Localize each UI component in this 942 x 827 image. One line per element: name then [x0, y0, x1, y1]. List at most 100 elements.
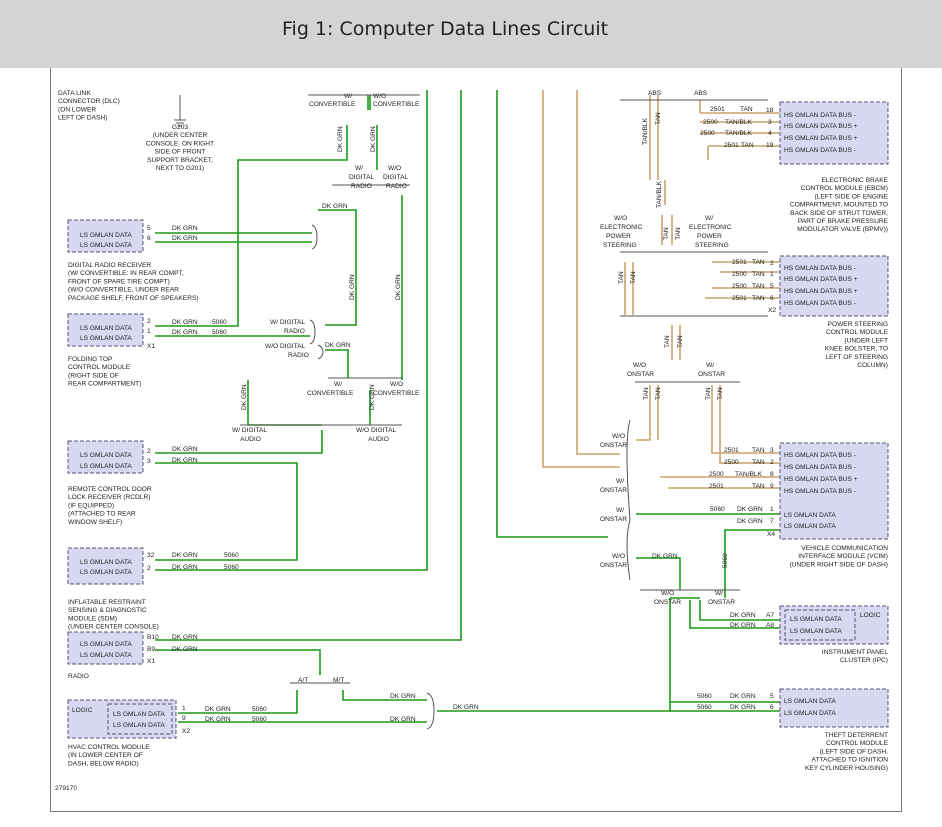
tdcm-caption-line: ATTACHED TO IGNITION — [812, 757, 889, 764]
wire-color-label: DK GRN — [205, 716, 231, 723]
pin-label: LS GMLAN DATA — [113, 711, 165, 718]
svg-text:ONSTAR: ONSTAR — [600, 562, 627, 569]
pin-number: 3 — [770, 447, 774, 454]
wire-color-label: TAN/BLK — [735, 471, 763, 478]
pin-label: LS GMLAN DATA — [80, 452, 132, 459]
ftcm-caption-line: (RIGHT SIDE OF — [68, 372, 119, 379]
tdcm-caption-line: KEY CYLINDER HOUSING) — [805, 765, 888, 772]
circuit-number: 2500 — [700, 130, 715, 137]
ebcm-caption-line: ELECTRONIC BRAKE — [821, 177, 888, 184]
circuit-number: 2500 — [732, 271, 747, 278]
pscm-caption-line: (UNDER LEFT — [844, 337, 888, 344]
wire-color-label: DK GRN — [172, 235, 198, 242]
sdm-caption-line: SENSING & DIAGNOSTIC — [68, 607, 147, 614]
pin-label: LOGIC — [860, 612, 881, 619]
connector-label: X1 — [147, 343, 155, 350]
sdm-module: LS GMLAN DATA LS GMLAN DATA 32 2 — [67, 547, 155, 585]
wire-color-label: DK GRN — [453, 704, 479, 711]
pin-label: HS GMLAN DATA BUS + — [784, 135, 858, 142]
wire-color-label: TAN — [752, 483, 765, 490]
pin-label: HS GMLAN DATA BUS - — [784, 452, 856, 459]
circuit-number: 2501 — [732, 259, 747, 266]
wire-color-label: DK GRN — [730, 622, 756, 629]
tdcm-caption-line: THEFT DETERRENT — [825, 732, 888, 739]
pin-number: 2 — [770, 260, 774, 267]
pin-number: 8 — [770, 471, 774, 478]
wire-color-label: TAN/BLK — [642, 117, 649, 145]
pin-number: 18 — [766, 107, 774, 114]
ipc-caption-line: CLUSTER (IPC) — [840, 657, 888, 664]
wire-color-label: TAN — [663, 227, 670, 240]
pin-label: LS GMLAN DATA — [784, 523, 836, 530]
wire-color-label: TAN — [741, 142, 754, 149]
tdcm-module: LS GMLAN DATA LS GMLAN DATA 5 6 — [770, 688, 889, 728]
svg-text:ABS: ABS — [694, 90, 708, 97]
radio-module: LS GMLAN DATA LS GMLAN DATA B10 B9 X1 — [67, 631, 159, 665]
pscm-caption-line: CONTROL MODULE — [826, 329, 889, 336]
pin-number: B10 — [147, 634, 159, 641]
pscm-caption-line: LEFT OF STEERING — [825, 354, 888, 361]
svg-text:W/: W/ — [715, 590, 723, 597]
wire-color-label: DK GRN — [172, 646, 198, 653]
wire-color-label: TAN — [675, 227, 682, 240]
wire-color-label: TAN — [677, 335, 684, 348]
svg-text:W/O: W/O — [390, 381, 403, 388]
circuit-number: 5060 — [252, 706, 267, 713]
wire-color-label: DK GRN — [172, 225, 198, 232]
pin-number: 3 — [147, 458, 151, 465]
hvac-caption-line: HVAC CONTROL MODULE — [68, 744, 150, 751]
svg-text:ONSTAR: ONSTAR — [627, 371, 654, 378]
svg-text:CONVERTIBLE: CONVERTIBLE — [373, 390, 420, 397]
vcim-module: HS GMLAN DATA BUS - HS GMLAN DATA BUS - … — [767, 442, 889, 540]
circuit-number: 5060 — [224, 552, 239, 559]
circuit-number: 5060 — [224, 564, 239, 571]
green-wires — [155, 90, 780, 723]
wire-color-label: DK GRN — [390, 716, 416, 723]
svg-text:DIGITAL: DIGITAL — [383, 174, 408, 181]
pin-label: HS GMLAN DATA BUS - — [784, 147, 856, 154]
ftcm-caption-line: CONTROL MODULE — [68, 364, 131, 371]
drr-caption-line: PACKAGE SHELF, FRONT OF SPEAKERS) — [68, 295, 199, 302]
figure-id: 279170 — [55, 785, 77, 792]
wire-color-label: DK GRN — [172, 319, 198, 326]
svg-text:W/: W/ — [706, 362, 714, 369]
circuit-number: 5060 — [252, 716, 267, 723]
rcdlr-caption-line: LOCK RECEIVER (RCDLR) — [68, 494, 150, 501]
svg-text:RADIO: RADIO — [386, 183, 407, 190]
tdcm-caption-line: CONTROL MODULE — [826, 740, 889, 747]
connector-label: X4 — [767, 531, 775, 538]
svg-text:W/O: W/O — [612, 553, 625, 560]
pin-number: 2 — [147, 565, 151, 572]
sdm-caption-line: (UNDER CENTER CONSOLE) — [68, 624, 159, 631]
svg-text:ONSTAR: ONSTAR — [600, 487, 627, 494]
drr-caption-line: (W/O CONVERTIBLE, UNDER REAR — [68, 287, 179, 294]
pin-number: 4 — [768, 130, 772, 137]
pin-number: 7 — [770, 518, 774, 525]
circuit-number: 2501 — [709, 483, 724, 490]
figure-header: Fig 1: Computer Data Lines Circuit — [0, 0, 942, 68]
connector-label: X1 — [147, 658, 155, 665]
dlc-caption-line: (ON LOWER — [58, 106, 96, 113]
pin-label: LS GMLAN DATA — [80, 641, 132, 648]
svg-text:POWER: POWER — [606, 233, 631, 240]
dlc-caption-line: LEFT OF DASH) — [58, 115, 107, 122]
wire-color-label: DK GRN — [370, 126, 377, 152]
pin-label: HS GMLAN DATA BUS - — [784, 464, 856, 471]
wire-color-label: TAN — [655, 112, 662, 125]
svg-text:CONVERTIBLE: CONVERTIBLE — [373, 101, 420, 108]
svg-text:W/: W/ — [616, 507, 624, 514]
circuit-number: 5069 — [722, 553, 729, 568]
svg-text:ONSTAR: ONSTAR — [600, 516, 627, 523]
ebcm-caption-line: BACK SIDE OF STRUT TOWER, — [790, 210, 888, 217]
dlc-caption-line: DATA LINK — [58, 90, 91, 97]
wire-color-label: DK GRN — [325, 342, 351, 349]
circuit-number: 5060 — [710, 506, 725, 513]
wire-color-label: TAN/BLK — [725, 130, 753, 137]
wire-color-label: DK GRN — [172, 329, 198, 336]
svg-text:W/: W/ — [344, 93, 352, 100]
wire-color-label: DK GRN — [737, 518, 763, 525]
pin-label: LS GMLAN DATA — [790, 628, 842, 635]
g203-caption-line: G203 — [172, 124, 188, 131]
